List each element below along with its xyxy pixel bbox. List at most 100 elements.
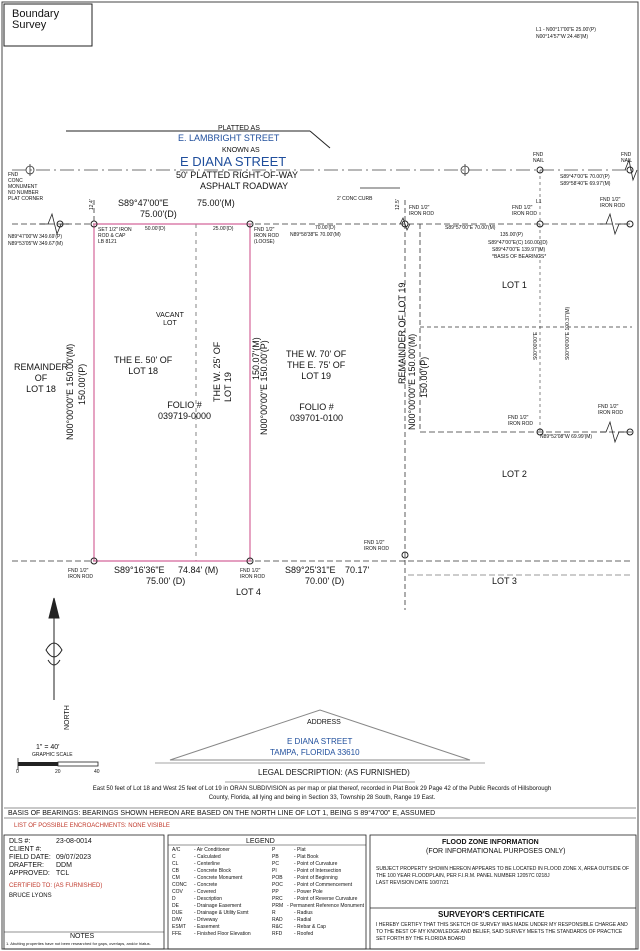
notes-heading: NOTES [70,933,95,940]
legend-meaning: - Power Pole [294,889,323,895]
legend-meaning: - Covered [194,889,216,895]
scale-ratio: 1" = 40' [36,744,60,751]
lot1-note-1: 135.00'(P) [500,232,523,238]
legend-heading: LEGEND [246,838,275,845]
legend-row: POC- Point of Commencement [272,882,364,889]
legend-meaning: - Finished Floor Elevation [194,931,251,937]
dls-value: 23-08-0014 [56,838,92,845]
legend-row: DUE- Drainage & Utility Esmt [172,910,268,917]
scale-label: GRAPHIC SCALE [32,752,73,758]
legend-abbr: PRC [272,896,283,902]
legend-abbr: C [172,854,176,860]
lot4-label: LOT 4 [236,587,261,597]
legend-row: COV- Covered [172,889,268,896]
notes-text: 1. Abutting properties have not been res… [6,941,151,946]
remainder-lot18-label: REMAINDER OF LOT 18 [14,362,69,394]
break-line-nail [624,158,638,182]
curb-label: 2' CONC CURB [337,196,373,202]
legend-abbr: FFE [172,931,182,937]
legend-row: PC- Point of Curvature [272,861,364,868]
lambright-street-label: E. LAMBRIGHT STREET [178,133,280,143]
fnd-rod-lot1-label: FND 1/2" IRON ROD [512,205,537,217]
legend-row: PB- Plat Book [272,854,364,861]
lot1-north-dist: S89°57'00"E 70.00'(M) [445,225,496,231]
lambright-line-2 [309,130,331,149]
lot2-bearing: N89°52'08"W 69.99'(M) [540,434,593,440]
approved-value: TCL [56,870,70,877]
lot1-vertical-dim-2: S00°00'00"E [533,331,539,360]
centerline-symbol-left [25,164,35,176]
legend-abbr: POC [272,882,283,888]
set-rod-label: SET 1/2" IRON ROD & CAP LB 8121 [98,227,132,245]
north-dist-m: 75.00'(M) [197,198,235,208]
scale-tick-0: 0 [16,769,19,775]
legal-heading: LEGAL DESCRIPTION: (AS FURNISHED) [258,768,410,777]
left-bearing-2: N89°53'05"W 349.67'(M) [8,241,63,247]
legend-row: PI- Point of Intersection [272,868,364,875]
drafter-value: DDM [56,862,72,869]
legend-meaning: - Description [194,896,223,902]
encroachments: LIST OF POSSIBLE ENCROACHMENTS: NONE VIS… [14,823,170,829]
legend-meaning: - Permanent Reference Monument [287,903,364,909]
lot1-l1: L1 [536,199,542,205]
north-seg1: 50.00'(D) [145,226,166,232]
south-deed-1: 75.00' (D) [146,576,186,586]
mid-vertical-dim-2: N00°00'00"E 150.00'(P) [259,340,269,435]
legend-row: D/W- Driveway [172,917,268,924]
legend-row: A/C - Air Conditioner [172,847,268,854]
known-as-label: KNOWN AS [222,147,260,154]
fnd-nail-label-2: FND NAIL [621,152,633,164]
legend-row: CONC - Concrete [172,882,268,889]
left-monument-label: FND CONC MONUMENT NO NUMBER PLAT CORNER [8,172,44,202]
scale-tick-20: 20 [55,769,61,775]
fnd-rod-sw-label: FND 1/2" IRON ROD [68,568,93,580]
fnd-rod-lot2-right-label: FND 1/2" IRON ROD [598,404,623,416]
legend-meaning: - Plat [294,847,306,853]
field-date-value: 09/07/2023 [56,854,92,861]
address-line-2: TAMPA, FLORIDA 33610 [270,748,360,757]
legend-abbr: RAD [272,917,283,923]
legend-panel [167,834,367,950]
scale-tick-40: 40 [94,769,100,775]
legend-meaning: - Radial [294,917,312,923]
address-heading: ADDRESS [307,719,341,726]
legend-meaning: - Calculated [194,854,221,860]
legend-meaning: - Drainage & Utility Esmt [194,910,249,916]
nail-bearing-1: S89°47'00"E 70.00'(P) [560,174,610,180]
legend-abbr: PP [272,889,279,895]
north-right-d: 70.00'(D) [315,225,336,231]
legend-abbr: A/C [172,847,181,853]
dim-124: 12.4' [89,199,95,210]
legend-meaning: - Rebar & Cap [294,924,326,930]
legend-row: PRM- Permanent Reference Monument [272,903,364,910]
legend-row: PP - Power Pole [272,889,364,896]
north-dist-d: 75.00'(D) [140,209,177,219]
certified-to: BRUCE LYONS [9,893,52,899]
legend-abbr: POB [272,875,283,881]
lot1-note-3: S89°47'00"E 139.97'(M) [492,247,546,253]
legend-row: ESMT- Easement [172,924,268,931]
north-bearing: S89°47'00"E [118,198,169,208]
left-vertical-dim: N00°00'00"E 150.00'(M) [65,343,75,440]
north-right-m: N89°58'38"E 70.00'(M) [290,232,341,238]
legend-abbr: PI [272,868,277,874]
legend-meaning: - Concrete [194,882,218,888]
fnd-rod-right-label: FND 1/2" IRON ROD [600,197,625,209]
legend-meaning: - Air Conditioner [194,847,230,853]
address-line-1: E DIANA STREET [287,737,353,746]
flood-text: SUBJECT PROPERTY SHOWN HEREON APPEARS TO… [376,866,630,886]
legend-meaning: - Point of Beginning [294,875,338,881]
flood-subheading: (FOR INFORMATIONAL PURPOSES ONLY) [426,848,566,855]
legend-row: C - Calculated [172,854,268,861]
legend-abbr: R&C [272,924,283,930]
break-line-right [600,212,627,236]
legend-row: R- Radius [272,910,364,917]
right-vertical-dim-p: 150.00'(P) [419,356,429,398]
south-deed-2: 70.00' (D) [305,576,345,586]
legend-abbr: CONC [172,882,187,888]
title-box [3,3,93,47]
left-bearing-1: N89°47'00"W 349.69'(P) [8,234,63,240]
legal-text: East 50 feet of Lot 18 and West 25 feet … [92,786,552,801]
subject-parcel [93,223,251,562]
